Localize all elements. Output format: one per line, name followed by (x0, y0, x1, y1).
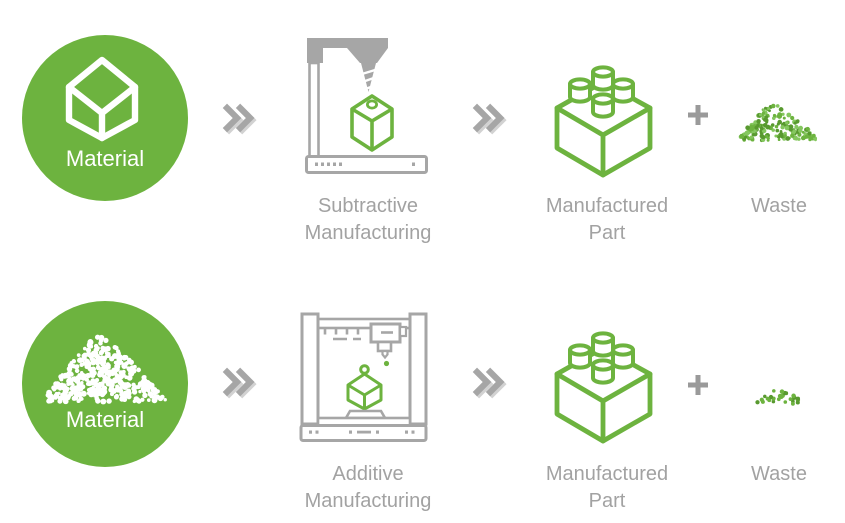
machine-base (305, 155, 428, 174)
waste-label: Waste (707, 193, 845, 220)
process-label: Subtractive Manufacturing (256, 193, 480, 247)
waste-label: Waste (707, 461, 845, 488)
waste-pile-large-icon (738, 103, 818, 143)
printer-base-buttons (309, 430, 415, 434)
part-label-line2: Part (588, 490, 626, 512)
printed-cube-icon (346, 364, 383, 411)
material-label: Material (65, 146, 145, 171)
machine-chuck (347, 48, 388, 63)
part-label: Manufactured Part (495, 193, 719, 247)
machine-arm (307, 38, 388, 63)
part-label-line1: Manufactured (545, 463, 669, 485)
chevron-double-right-icon (472, 367, 507, 399)
waste-label-text: Waste (751, 195, 807, 217)
nozzle (381, 349, 389, 360)
chevron-double-right-icon (472, 103, 507, 135)
brick-studs (568, 65, 635, 119)
material-label: Material (65, 407, 145, 432)
material-disc (22, 35, 188, 201)
brick-studs (568, 331, 635, 385)
part-label-line1: Manufactured (545, 195, 669, 217)
plus-icon (688, 105, 708, 125)
workpiece-block-icon (350, 94, 394, 152)
powder-pile-icon (45, 334, 167, 405)
chevron-double-right-icon (222, 367, 257, 399)
process-label-line1: Subtractive (317, 195, 419, 217)
printer-left-post (300, 312, 320, 426)
drill-bit-icon (361, 63, 376, 92)
machine-base-buttons (315, 162, 415, 166)
part-label: Manufactured Part (495, 461, 719, 515)
part-label-line2: Part (588, 222, 626, 244)
process-label: Additive Manufacturing (256, 461, 480, 515)
printer-rail (316, 317, 412, 330)
cnc-milling-machine-icon (305, 38, 428, 174)
brick-part-icon (554, 65, 653, 178)
brick-part-icon (554, 331, 653, 444)
printer-right-post (408, 312, 428, 426)
waste-pile-small-icon (755, 389, 801, 406)
extruder-head (369, 322, 402, 344)
machine-column (308, 61, 320, 158)
build-platform (343, 409, 388, 420)
material-disc (22, 301, 188, 467)
chevron-double-right-icon (222, 103, 257, 135)
printer-base (299, 424, 428, 442)
process-label-line2: Manufacturing (304, 222, 432, 244)
solid-cube-icon (65, 56, 139, 142)
waste-label-text: Waste (751, 463, 807, 485)
process-label-line2: Manufacturing (304, 490, 432, 512)
process-label-line1: Additive (332, 463, 404, 485)
filament-drop (383, 360, 390, 367)
plus-icon (688, 375, 708, 395)
printer-3d-icon (299, 312, 428, 442)
